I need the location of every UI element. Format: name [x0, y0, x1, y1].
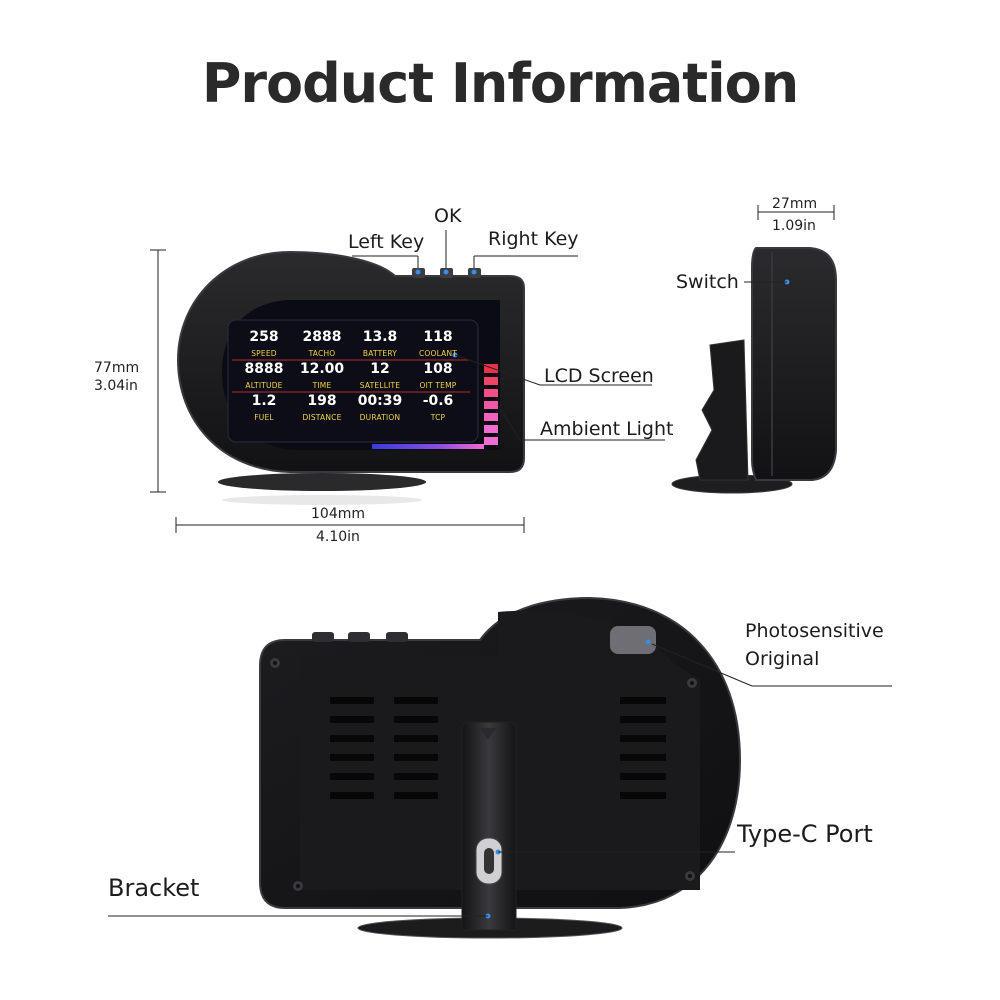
- ambient-light-label: Ambient Light: [540, 418, 674, 440]
- photosensitive-label-line2: Original: [745, 648, 820, 670]
- lcd-value: 258: [249, 329, 279, 345]
- depth-mm: 27mm: [772, 196, 818, 212]
- lcd-label: FUEL: [254, 413, 274, 422]
- lcd-value: 13.8: [362, 329, 398, 345]
- height-in: 3.04in: [94, 378, 138, 394]
- lcd-label: DISTANCE: [302, 413, 342, 422]
- bracket-label: Bracket: [108, 874, 200, 902]
- lcd-value: 1.2: [251, 393, 277, 409]
- left-key-label: Left Key: [348, 231, 425, 253]
- lcd-label: SATELLITE: [359, 381, 401, 390]
- lcd-value: 8888: [244, 361, 284, 377]
- lcd-label: BATTERY: [362, 349, 398, 358]
- lcd-value: -0.6: [422, 393, 454, 409]
- lcd-value: 12.00: [299, 361, 345, 377]
- lcd-value: 00:39: [357, 393, 403, 409]
- side-view-device: [671, 247, 837, 494]
- depth-in: 1.09in: [772, 218, 816, 234]
- lcd-value: 198: [307, 393, 337, 409]
- right-key-label: Right Key: [488, 228, 579, 250]
- back-view-device: [259, 596, 742, 939]
- side-leader-and-dimension: [744, 205, 835, 283]
- lcd-label: TCP: [430, 413, 446, 422]
- lcd-label: COOLANT: [418, 349, 458, 358]
- width-mm: 104mm: [311, 506, 365, 522]
- switch-label: Switch: [676, 271, 739, 293]
- page-title: Product Information: [201, 52, 799, 115]
- front-leader-lines: [352, 230, 665, 441]
- lcd-screen-label: LCD Screen: [544, 365, 654, 387]
- lcd-value: 118: [423, 329, 453, 345]
- type-c-port-label: Type-C Port: [737, 820, 873, 848]
- front-view-device: [176, 250, 525, 505]
- height-mm: 77mm: [94, 360, 140, 376]
- width-in: 4.10in: [316, 529, 360, 545]
- lcd-label: TACHO: [308, 349, 336, 358]
- ok-key-label: OK: [434, 205, 462, 227]
- front-keys: [412, 268, 481, 278]
- lcd-value: 12: [370, 361, 390, 377]
- lcd-label: ALTITUDE: [245, 381, 283, 390]
- lcd-label: TIME: [312, 381, 332, 390]
- lcd-label: OIT TEMP: [419, 381, 457, 390]
- photosensitive-label-line1: Photosensitive: [745, 620, 884, 642]
- width-dimension-line: [175, 517, 525, 533]
- lcd-label: SPEED: [251, 349, 277, 358]
- ambient-light-bars: [484, 364, 498, 445]
- back-leader-lines: [108, 643, 892, 917]
- lcd-label: DURATION: [359, 413, 401, 422]
- lcd-value: 108: [423, 361, 453, 377]
- lcd-value: 2888: [302, 329, 342, 345]
- height-dimension-line: [150, 249, 166, 493]
